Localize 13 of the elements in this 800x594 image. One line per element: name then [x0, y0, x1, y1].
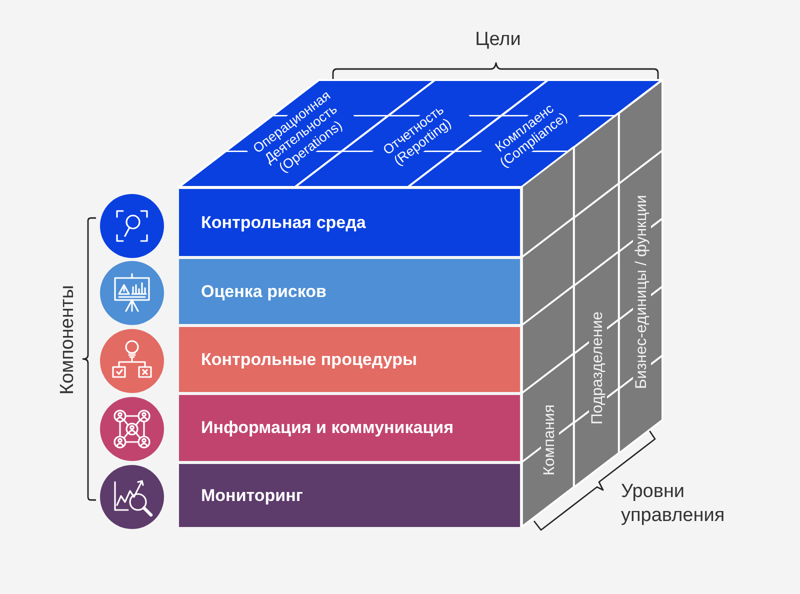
component-label: Мониторинг: [201, 486, 303, 506]
component-band: [179, 189, 520, 256]
component-label: Информация и коммуникация: [201, 418, 454, 438]
component-label: Оценка рисков: [201, 282, 326, 302]
component-band: [179, 464, 520, 527]
component-label: Контрольная среда: [201, 212, 366, 232]
axis-label: Компоненты: [56, 284, 80, 397]
component-band: [179, 327, 520, 392]
component-band: [179, 259, 520, 324]
axis-label: Цели: [474, 28, 522, 52]
component-band: [179, 395, 520, 461]
component-label: Контрольные процедуры: [201, 350, 417, 370]
axis-label: Уровни управления: [621, 480, 726, 528]
